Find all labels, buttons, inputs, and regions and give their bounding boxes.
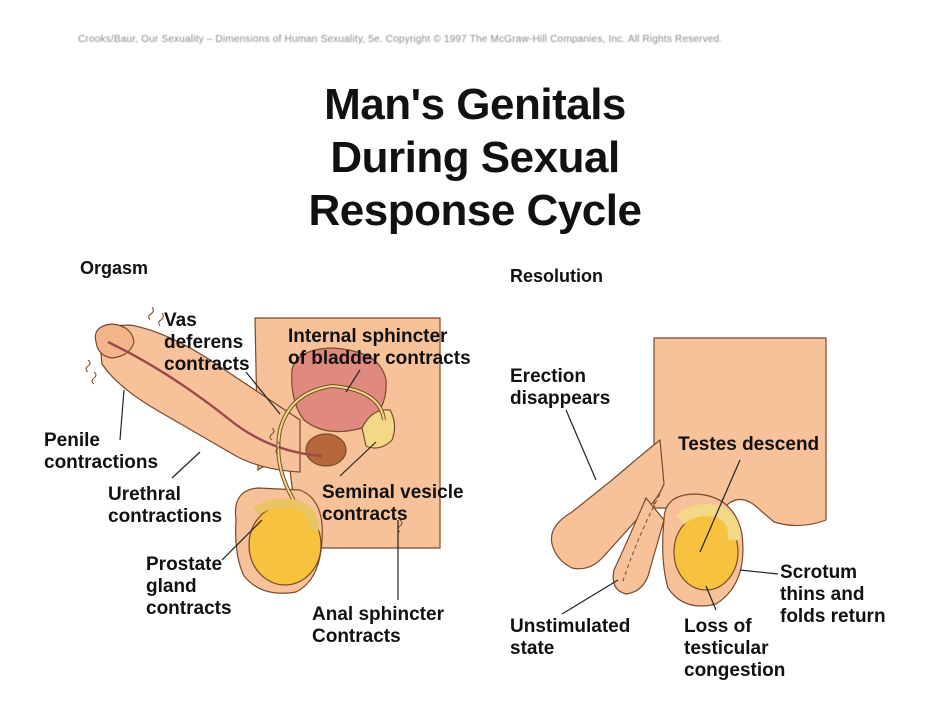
orgasm-urethra xyxy=(107,340,323,458)
resolution-heading: Resolution xyxy=(510,266,603,286)
orgasm-seminal-vesicle xyxy=(361,409,396,449)
internal-sphincter-line-2: of bladder contracts xyxy=(288,348,471,369)
urethral-line-2: contractions xyxy=(108,506,223,527)
unstimulated-state-label: Unstimulated state xyxy=(510,616,630,660)
orgasm-leader-lines xyxy=(119,369,399,600)
congestion-line-2: testicular xyxy=(684,638,769,659)
scrotum-label: Scrotum thins and folds return xyxy=(780,562,886,628)
prostate-line-3: contracts xyxy=(146,598,232,619)
testes-line-1: Testes descend xyxy=(678,434,820,455)
prostate-line-2: gland xyxy=(146,576,197,597)
seminal-vesicle-line-2: contracts xyxy=(322,504,408,525)
vas-deferens-line-2: deferens xyxy=(164,332,244,353)
unstimulated-line-2: state xyxy=(510,638,555,659)
scrotum-line-2: thins and xyxy=(780,584,865,605)
prostate-gland-label: Prostate gland contracts xyxy=(146,554,232,620)
orgasm-illustration xyxy=(85,306,441,600)
internal-sphincter-line-1: Internal sphincter xyxy=(288,326,448,347)
vas-deferens-line-3: contracts xyxy=(164,354,250,375)
loss-of-congestion-label: Loss of testicular congestion xyxy=(684,616,785,682)
page-title: Man's Genitals During Sexual Response Cy… xyxy=(260,78,690,237)
vas-deferens-line-1: Vas xyxy=(164,310,197,331)
anal-sphincter-line-2: Contracts xyxy=(312,626,401,647)
orgasm-contraction-marks xyxy=(85,306,403,533)
resolution-unstimulated-penis xyxy=(612,496,665,595)
resolution-illustration xyxy=(550,337,827,615)
orgasm-heading: Orgasm xyxy=(80,258,149,278)
resolution-epididymis xyxy=(676,504,741,541)
scrotum-line-3: folds return xyxy=(780,606,886,627)
testes-descend-label: Testes descend xyxy=(678,434,819,456)
title-line-1: Man's Genitals xyxy=(324,80,626,129)
congestion-line-1: Loss of xyxy=(684,616,752,637)
orgasm-bladder xyxy=(291,347,387,433)
resolution-torso xyxy=(653,337,827,527)
vas-deferens-label: Vas deferens contracts xyxy=(164,310,250,376)
congestion-line-3: congestion xyxy=(684,660,786,681)
seminal-vesicle-label: Seminal vesicle contracts xyxy=(322,482,464,526)
erection-line-1: Erection xyxy=(510,366,587,387)
resolution-leader-lines xyxy=(561,409,779,615)
copyright-line: Crooks/Baur, Our Sexuality – Dimensions … xyxy=(78,34,723,45)
orgasm-epididymis xyxy=(253,498,319,531)
prostate-line-1: Prostate xyxy=(146,554,223,575)
penile-contractions-label: Penile contractions xyxy=(44,430,158,474)
erection-line-2: disappears xyxy=(510,388,611,409)
urethral-contractions-label: Urethral contractions xyxy=(108,484,222,528)
scrotum-line-1: Scrotum xyxy=(780,562,858,583)
anal-sphincter-label: Anal sphincter Contracts xyxy=(312,604,444,648)
penile-line-1: Penile xyxy=(44,430,100,451)
urethral-line-1: Urethral xyxy=(108,484,181,505)
resolution-dashed-outline xyxy=(621,493,661,585)
unstimulated-line-1: Unstimulated xyxy=(510,616,631,637)
title-line-3: Response Cycle xyxy=(308,186,642,235)
penile-line-2: contractions xyxy=(44,452,159,473)
internal-sphincter-label: Internal sphincter of bladder contracts xyxy=(288,326,471,370)
anal-sphincter-line-1: Anal sphincter xyxy=(312,604,444,625)
erection-disappears-label: Erection disappears xyxy=(510,366,610,410)
seminal-vesicle-line-1: Seminal vesicle xyxy=(322,482,464,503)
title-line-2: During Sexual xyxy=(330,133,620,182)
orgasm-prostate xyxy=(305,433,347,467)
